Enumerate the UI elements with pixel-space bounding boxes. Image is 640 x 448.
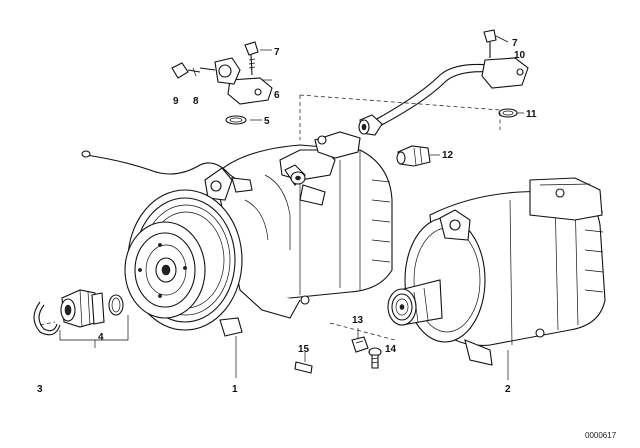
callout-labels: 1 2 3 4 5 6 7 7 8 9 10 11 12 13 14 15 00… xyxy=(37,38,617,440)
callout-14: 14 xyxy=(385,344,397,355)
callout-4: 4 xyxy=(98,332,104,343)
callout-1: 1 xyxy=(232,384,238,395)
assembly-dash-lines xyxy=(39,94,501,341)
callout-12: 12 xyxy=(442,150,454,161)
leader-lines xyxy=(235,35,524,380)
callout-5: 5 xyxy=(264,116,270,127)
switch-assembly xyxy=(171,41,273,125)
callout-8: 8 xyxy=(193,96,199,107)
callout-3: 3 xyxy=(37,384,43,395)
callout-6: 6 xyxy=(274,90,280,101)
callout-9: 9 xyxy=(173,96,179,107)
callout-13: 13 xyxy=(352,315,364,326)
refrigerant-pipe xyxy=(358,29,529,136)
small-parts xyxy=(294,336,382,374)
fitting-group xyxy=(33,289,129,348)
callout-7a: 7 xyxy=(274,47,280,58)
reference-code: 0000617 xyxy=(585,431,617,440)
callout-7b: 7 xyxy=(512,38,518,49)
pressure-switch xyxy=(396,145,431,167)
callout-2: 2 xyxy=(505,384,511,395)
callout-10: 10 xyxy=(514,50,526,61)
callout-11: 11 xyxy=(526,109,537,120)
callout-15: 15 xyxy=(298,344,310,355)
compressor-without-clutch xyxy=(387,177,606,366)
compressor-with-clutch xyxy=(81,131,393,337)
